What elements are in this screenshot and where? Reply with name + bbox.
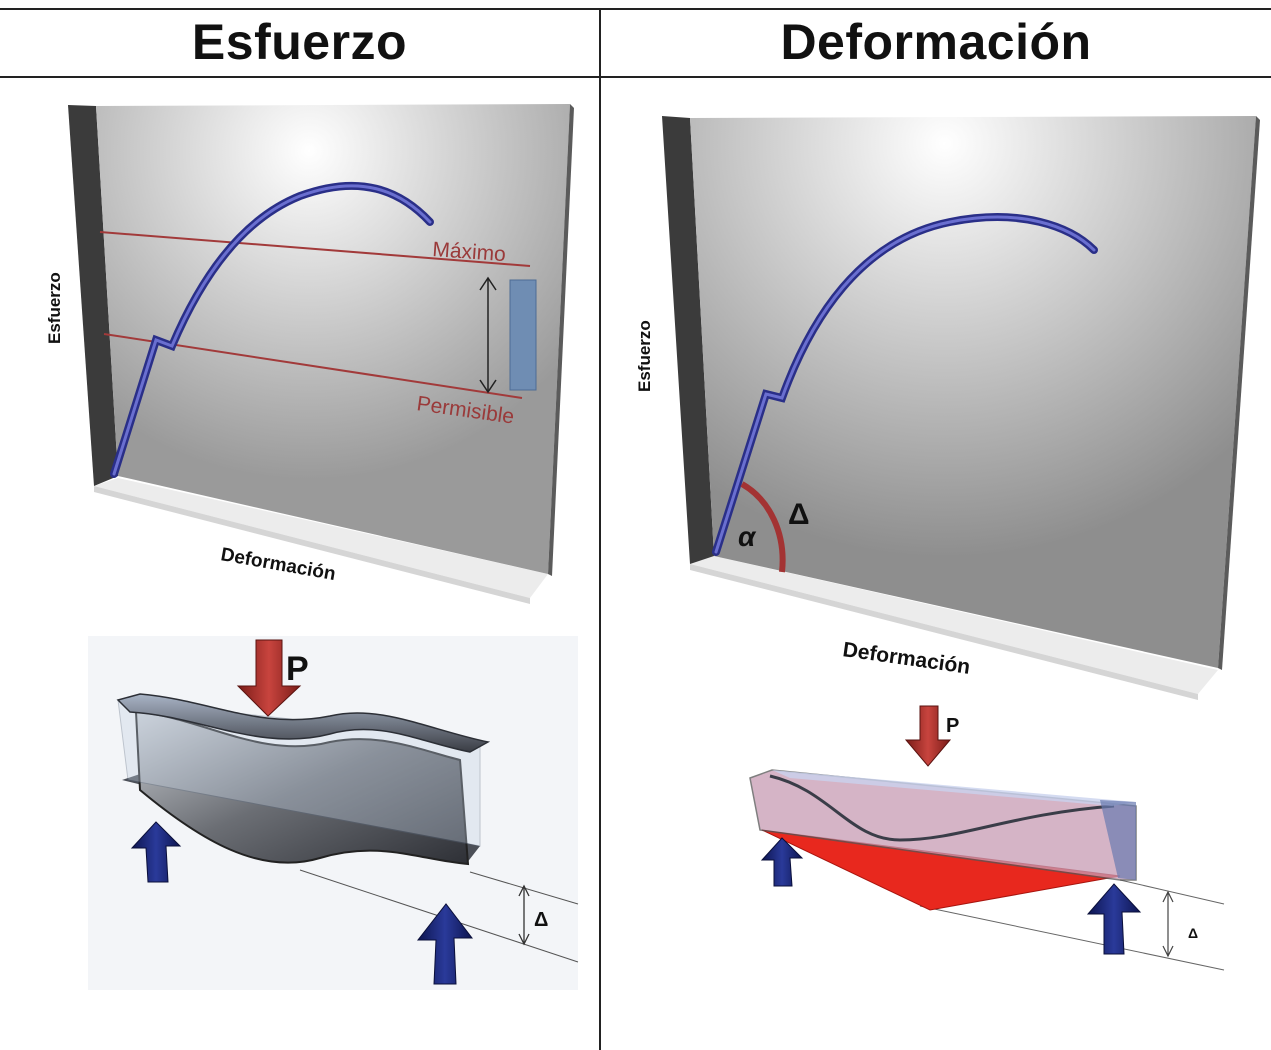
left-y-axis-label: Esfuerzo [45,272,64,344]
right-graph-floor [690,556,1218,694]
right-graph-panel [690,116,1256,668]
left-graph-panel [96,104,570,574]
left-x-axis-label: Deformación [219,544,337,585]
right-load-arrow [904,705,952,767]
right-x-axis-label: Deformación [841,638,971,679]
left-beam-web [134,710,470,866]
left-beam-top-flange [116,693,491,753]
right-support-arrow-right [1086,883,1142,955]
left-max-label: Máximo [432,238,507,266]
left-beam-illustration: Δ P [88,636,579,990]
left-graph-floor [94,478,548,598]
left-range-bar [509,279,537,391]
left-support-arrow-left [130,821,182,883]
right-load-label: P [946,715,959,737]
left-support-arrow-right [416,903,474,985]
right-angle-arc [740,481,786,573]
right-delta-symbol: Δ [788,498,810,531]
left-stress-strain-graph: Máximo Permisible Esfuerzo Deformación [45,104,574,604]
right-stress-strain-graph: α Δ Esfuerzo Deformación [635,116,1260,700]
left-graph-axis-wall [68,105,118,486]
right-support-arrow-left [760,837,804,887]
right-graph-axis-wall [662,116,714,564]
right-deflection-symbol: Δ [1188,925,1198,941]
right-y-axis-label: Esfuerzo [635,320,654,392]
right-column-title: Deformación [780,14,1092,70]
right-beam-illustration: Δ P [749,705,1225,971]
column-divider [599,8,601,1050]
left-max-line [99,231,531,267]
header-divider [0,76,1271,78]
left-load-label: P [286,650,309,688]
top-border [0,8,1271,10]
left-column-title: Esfuerzo [191,14,408,70]
left-deflection-symbol: Δ [534,909,548,931]
right-angle-symbol: α [738,521,757,552]
left-load-arrow [236,639,302,717]
